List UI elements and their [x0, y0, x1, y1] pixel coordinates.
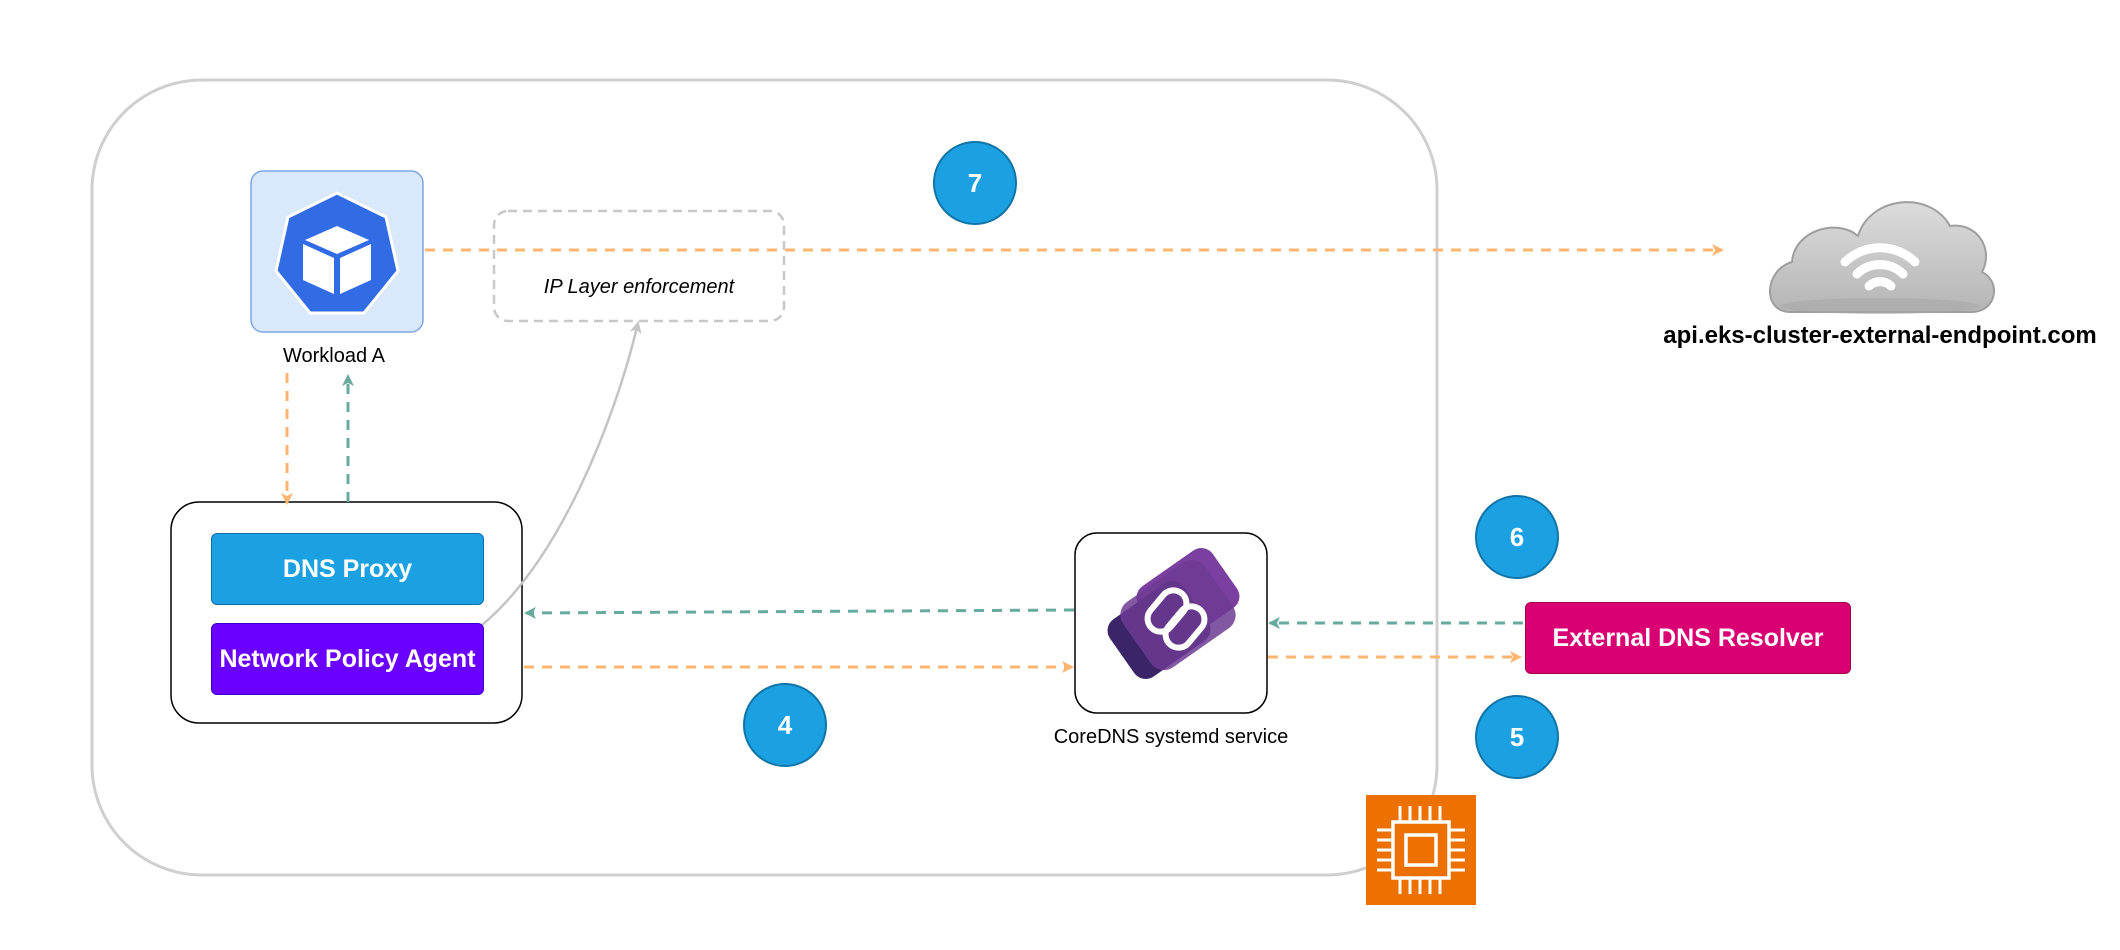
- ip-enforcement-box: [492, 209, 786, 323]
- dns-proxy-button[interactable]: DNS Proxy: [211, 533, 484, 605]
- external-dns-resolver-button[interactable]: External DNS Resolver: [1525, 602, 1851, 674]
- step-badge-7: 7: [933, 141, 1017, 225]
- workload-label: Workload A: [283, 345, 385, 367]
- ip-enforcement-label: IP Layer enforcement: [543, 276, 735, 298]
- endpoint-label: api.eks-cluster-external-endpoint.com: [1663, 322, 2097, 349]
- step-badge-5: 5: [1475, 695, 1559, 779]
- coredns-chain-icon: [1107, 548, 1240, 679]
- arrow-coredns-to-agent: [524, 606, 1075, 619]
- step-badge-6: 6: [1475, 495, 1559, 579]
- arrow-agent-to-ip-enforcement: [481, 321, 642, 626]
- node-boundary: [90, 78, 1439, 877]
- kubernetes-pod-icon: [250, 170, 424, 333]
- coredns-label: CoreDNS systemd service: [1053, 726, 1289, 748]
- network-policy-agent-button[interactable]: Network Policy Agent: [211, 623, 484, 695]
- step-badge-4: 4: [743, 683, 827, 767]
- cloud-wifi-icon: [1769, 201, 1995, 314]
- ec2-chip-icon: [1366, 795, 1476, 905]
